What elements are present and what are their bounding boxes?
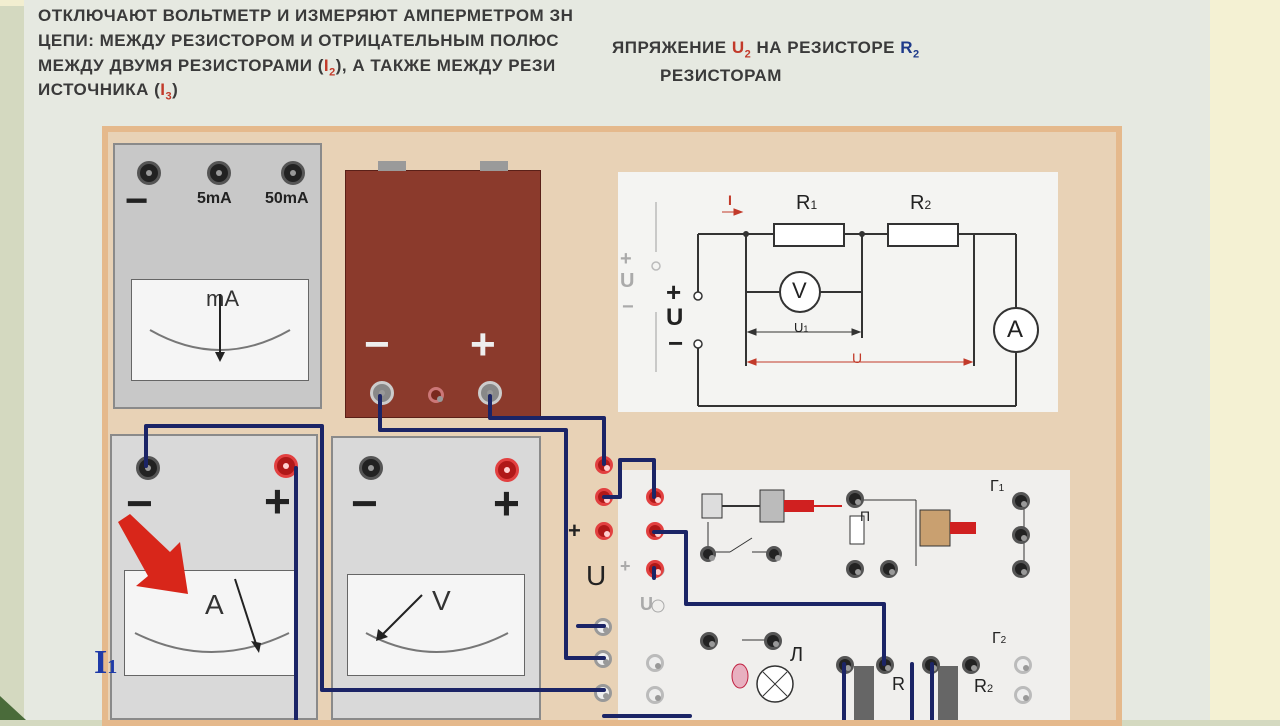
lamp-label: Л	[790, 644, 804, 666]
g1-terminal-2[interactable]	[1012, 526, 1030, 544]
r2-terminal-2[interactable]	[962, 656, 980, 674]
schematic-ghost-plus: +	[620, 248, 632, 270]
breadboard-plus-label: +	[568, 518, 581, 543]
battery: − +	[345, 161, 541, 418]
voltmeter-panel: − + V	[331, 436, 541, 720]
current-i1-label: I1	[94, 644, 118, 681]
g2-terminal-2[interactable]	[1014, 686, 1032, 704]
source-terminal-3[interactable]	[595, 522, 613, 540]
right-margin-strip	[1210, 0, 1280, 720]
source-terminal-5[interactable]	[646, 522, 664, 540]
heading-line-1: ОТКЛЮЧАЮТ ВОЛЬТМЕТР И ИЗМЕРЯЮТ АМПЕРМЕТР…	[38, 6, 574, 25]
breadboard-ghost-u: U	[640, 594, 653, 614]
g1-label: Г1	[990, 478, 1005, 495]
p-label: П	[860, 508, 871, 524]
milliammeter-panel: − 5mA 50mA mA	[113, 143, 322, 409]
milliammeter-scale: mA	[131, 279, 309, 381]
lamp-terminal-1[interactable]	[700, 632, 718, 650]
ammeter-plus-label: +	[264, 475, 291, 527]
circuit-schematic: I R1 R2 + U − V A U1 U + U −	[618, 172, 1058, 412]
battery-middle-terminal[interactable]	[428, 387, 444, 403]
milliammeter-50ma-terminal[interactable]	[281, 161, 305, 185]
voltmeter-minus-label: −	[351, 477, 378, 529]
red-arrow-indicator	[118, 514, 188, 594]
breadboard-ghost-plus: +	[620, 556, 631, 576]
source-terminal-2[interactable]	[595, 488, 613, 506]
voltmeter-plus-label: +	[493, 477, 520, 529]
lamp-terminal-2[interactable]	[764, 632, 782, 650]
g1-terminal-1[interactable]	[1012, 492, 1030, 510]
milliammeter-minus-terminal[interactable]	[137, 161, 161, 185]
source-terminal-1[interactable]	[595, 456, 613, 474]
milliammeter-5ma-terminal[interactable]	[207, 161, 231, 185]
key-terminal-1[interactable]	[700, 546, 716, 562]
voltmeter-dial	[365, 594, 509, 653]
milliammeter-range-50ma: 50mA	[265, 190, 309, 207]
battery-plus-label: +	[470, 320, 496, 369]
milliammeter-range-5ma: 5mA	[197, 190, 232, 207]
schematic-source-label: U	[666, 304, 684, 331]
milliammeter-unit: mA	[206, 286, 239, 311]
battery-cap-right	[480, 161, 508, 171]
milliammeter-minus-label: −	[125, 179, 149, 223]
g1-terminal-3[interactable]	[1012, 560, 1030, 578]
schematic-minus-label: −	[668, 328, 684, 358]
schematic-u-label: U	[852, 350, 863, 366]
schematic-r1-label: R1	[796, 192, 818, 214]
heading-overlay-1: ЯПРЯЖЕНИЕ U2 НА РЕЗИСТОРЕ R2	[612, 38, 920, 61]
breadboard-u-label: U	[586, 560, 607, 591]
battery-cap-left	[378, 161, 406, 171]
heading-line-2: ЦЕПИ: МЕЖДУ РЕЗИСТОРОМ И ОТРИЦАТЕЛЬНЫМ П…	[38, 31, 560, 50]
source-terminal-9[interactable]	[594, 684, 612, 702]
schematic-ghost-u: U	[620, 270, 635, 292]
schematic-u1-label: U1	[794, 320, 809, 335]
corner-triangle	[0, 696, 26, 720]
battery-minus-label: −	[364, 320, 390, 369]
r-label: R	[892, 674, 905, 694]
r2-label: R2	[974, 676, 994, 696]
r-terminal-1[interactable]	[836, 656, 854, 674]
breadboard-drawing	[651, 489, 1025, 720]
g2-label: Г2	[992, 630, 1007, 647]
r-terminal-2[interactable]	[876, 656, 894, 674]
source-terminal-10[interactable]	[646, 654, 664, 672]
schematic-ghost-minus: −	[622, 296, 634, 318]
rheostat-terminal-2[interactable]	[880, 560, 898, 578]
schematic-plus-label: +	[666, 277, 682, 307]
r2-terminal-1[interactable]	[922, 656, 940, 674]
schematic-current-label: I	[728, 192, 732, 208]
source-terminal-7[interactable]	[594, 618, 612, 636]
switch-terminal-1[interactable]	[846, 490, 864, 508]
heading-overlay-2: РЕЗИСТОРАМ	[660, 66, 782, 85]
voltmeter-scale: V	[347, 574, 525, 676]
g2-terminal-1[interactable]	[1014, 656, 1032, 674]
rheostat-terminal-1[interactable]	[846, 560, 864, 578]
key-terminal-2[interactable]	[766, 546, 782, 562]
source-terminal-4[interactable]	[646, 488, 664, 506]
battery-plus-terminal[interactable]	[478, 381, 502, 405]
component-breadboard: Г1 Г2 П Л R2 R	[618, 470, 1070, 720]
schematic-r2-label: R2	[910, 192, 932, 214]
source-terminal-8[interactable]	[594, 650, 612, 668]
heading-line-4: ИСТОЧНИКА (I3)	[38, 80, 179, 103]
battery-minus-terminal[interactable]	[370, 381, 394, 405]
heading-line-3: МЕЖДУ ДВУМЯ РЕЗИСТОРАМИ (I2), А ТАКЖЕ МЕ…	[38, 56, 556, 79]
milliammeter-dial	[149, 294, 291, 362]
schematic-voltmeter-symbol: V	[792, 278, 807, 303]
schematic-drawing	[651, 202, 1039, 407]
source-terminal-6[interactable]	[646, 560, 664, 578]
schematic-ammeter-symbol: A	[1007, 316, 1024, 343]
source-terminal-11[interactable]	[646, 686, 664, 704]
